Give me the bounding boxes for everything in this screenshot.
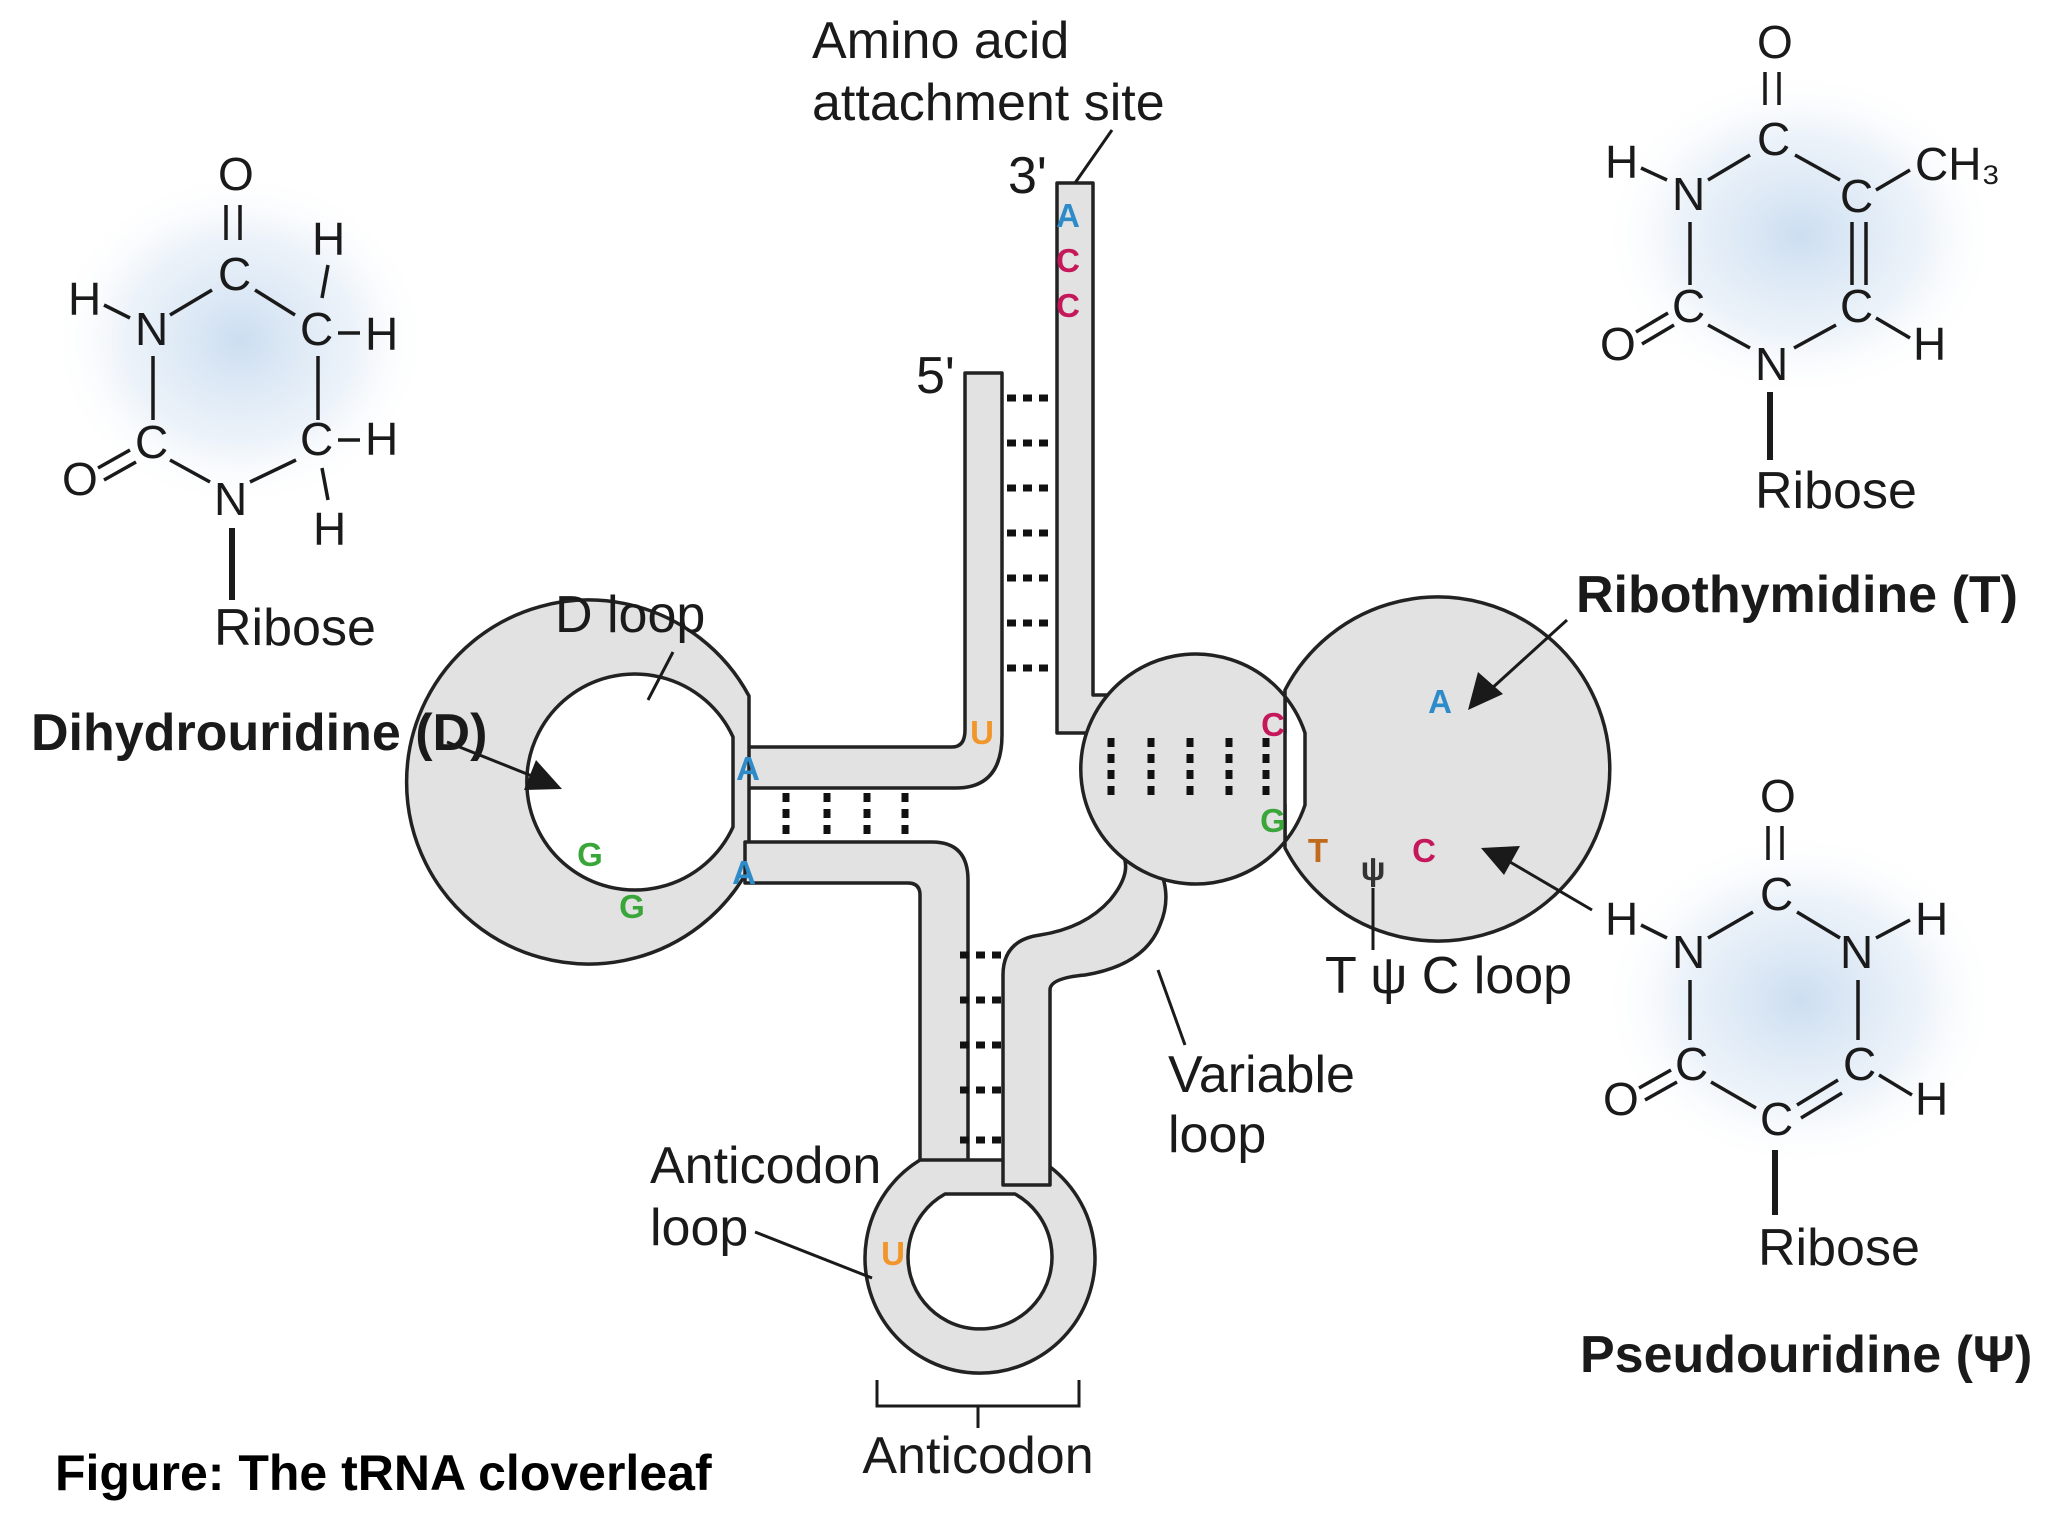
three-prime-label: 3' <box>1008 147 1047 205</box>
atom-h: H <box>1915 893 1948 945</box>
atom-h: H <box>1605 136 1638 188</box>
atom-h: H <box>1915 1073 1948 1125</box>
atom-h: H <box>68 273 101 325</box>
variable-loop-label-line1: Variable <box>1168 1046 1355 1104</box>
nuc-anticodon-u: U <box>881 1235 905 1272</box>
dihydrouridine-label: Dihydrouridine (D) <box>31 704 487 762</box>
anticodon-loop-label-line2: loop <box>650 1199 748 1257</box>
nuc-acceptor-a: A <box>1056 197 1080 234</box>
five-prime-label: 5' <box>916 347 955 405</box>
nuc-d-arm-a-top: A <box>736 750 760 787</box>
atom-c: C <box>218 248 251 300</box>
d-loop-label: D loop <box>555 586 705 644</box>
acceptor-stem-pairs <box>1007 394 1052 672</box>
dihydrouridine-arrowhead <box>524 760 562 790</box>
three-prime-strand <box>1055 181 1287 735</box>
atom-n: N <box>1840 926 1873 978</box>
amino-acid-label-line2: attachment site <box>812 74 1165 132</box>
atom-c: C <box>1672 280 1705 332</box>
ribose-label: Ribose <box>1758 1219 1920 1277</box>
nucleotide-labels: A C C U A A G G C G T ψ C A U <box>577 197 1452 1272</box>
t-loop-modified-arrowhead <box>1481 846 1520 875</box>
anticodon-label: Anticodon <box>862 1427 1093 1485</box>
ribothymidine-structure: O C H N C CH₃ O C C H N Ribose <box>1600 16 2000 520</box>
atom-n: N <box>135 303 168 355</box>
ribothymidine-arrow-line <box>1488 618 1569 692</box>
ribose-label: Ribose <box>214 599 376 657</box>
atom-h: H <box>1913 318 1946 370</box>
dihydrouridine-arrow-line <box>446 740 533 778</box>
anticodon-loop-ring <box>863 1158 1097 1375</box>
nuc-acceptor-u: U <box>970 714 994 751</box>
atom-c: C <box>1675 1038 1708 1090</box>
anticodon-loop-leader <box>754 1230 873 1280</box>
d-loop-ring <box>404 598 751 966</box>
variable-loop-leader <box>1156 969 1187 1046</box>
pseudouridine-label: Pseudouridine (Ψ) <box>1580 1326 2032 1384</box>
ribose-label: Ribose <box>1755 462 1917 520</box>
atom-h: H <box>312 213 345 265</box>
nuc-t-loop-c: C <box>1412 832 1436 869</box>
t-loop-modified-arrow-line <box>1509 860 1593 912</box>
anticodon-loop-label-line1: Anticodon <box>650 1137 881 1195</box>
nuc-acceptor-c2: C <box>1056 287 1080 324</box>
dihydrouridine-structure: O C H N H C H C H H O C N Ribose <box>50 148 430 657</box>
atom-h: H <box>1605 893 1638 945</box>
atom-h: H <box>365 413 398 465</box>
atom-h: H <box>365 308 398 360</box>
atom-c: C <box>1843 1038 1876 1090</box>
atom-ch3: CH₃ <box>1915 138 2000 190</box>
d-arm-anticodon-strand <box>743 840 970 1187</box>
d-stem-pairs <box>782 793 909 838</box>
atom-c: C <box>1840 280 1873 332</box>
atom-o: O <box>1600 318 1636 370</box>
trna-backbone <box>404 181 1612 1375</box>
ribothymidine-label: Ribothymidine (T) <box>1576 566 2018 624</box>
nuc-t-arm-g: G <box>1260 802 1286 839</box>
nuc-t-loop-t: T <box>1308 832 1328 869</box>
nuc-d-loop-g2: G <box>619 888 645 925</box>
figure-caption: Figure: The tRNA cloverleaf <box>55 1445 712 1501</box>
nuc-t-loop-a: A <box>1428 683 1452 720</box>
atom-c: C <box>1757 113 1790 165</box>
nuc-t-arm-c: C <box>1261 706 1285 743</box>
nuc-d-loop-g1: G <box>577 836 603 873</box>
variable-loop-label-line2: loop <box>1168 1106 1266 1164</box>
atom-n: N <box>1672 168 1705 220</box>
atom-c: C <box>1840 170 1873 222</box>
atom-n: N <box>214 473 247 525</box>
amino-acid-label-line1: Amino acid <box>812 12 1069 70</box>
t-stem-pairs <box>1107 738 1270 800</box>
atom-c: C <box>300 413 333 465</box>
atom-h: H <box>313 503 346 555</box>
anticodon-stem-pairs <box>960 951 1007 1144</box>
ribothymidine-arrowhead <box>1468 672 1503 710</box>
atom-o: O <box>62 453 98 505</box>
atom-c: C <box>135 416 168 468</box>
nuc-acceptor-c1: C <box>1056 242 1080 279</box>
atom-c: C <box>1760 868 1793 920</box>
atom-c: C <box>300 303 333 355</box>
nuc-t-loop-psi: ψ <box>1361 850 1386 887</box>
atom-o: O <box>1760 770 1796 822</box>
atom-o: O <box>218 148 254 200</box>
pseudouridine-structure: O C H N N H O C C H C Ribose Pseudouridi… <box>1580 770 2032 1384</box>
atom-o: O <box>1603 1073 1639 1125</box>
atom-c: C <box>1760 1093 1793 1145</box>
anticodon-bracket <box>875 1380 1081 1428</box>
atom-n: N <box>1755 338 1788 390</box>
nuc-d-arm-a-bottom: A <box>732 854 756 891</box>
five-prime-strand <box>743 371 1004 790</box>
amino-acid-leader <box>1073 129 1114 184</box>
atom-n: N <box>1672 926 1705 978</box>
d-loop-leader <box>646 651 675 701</box>
t-psi-c-loop-label: T ψ C loop <box>1325 947 1572 1005</box>
atom-o: O <box>1757 16 1793 68</box>
